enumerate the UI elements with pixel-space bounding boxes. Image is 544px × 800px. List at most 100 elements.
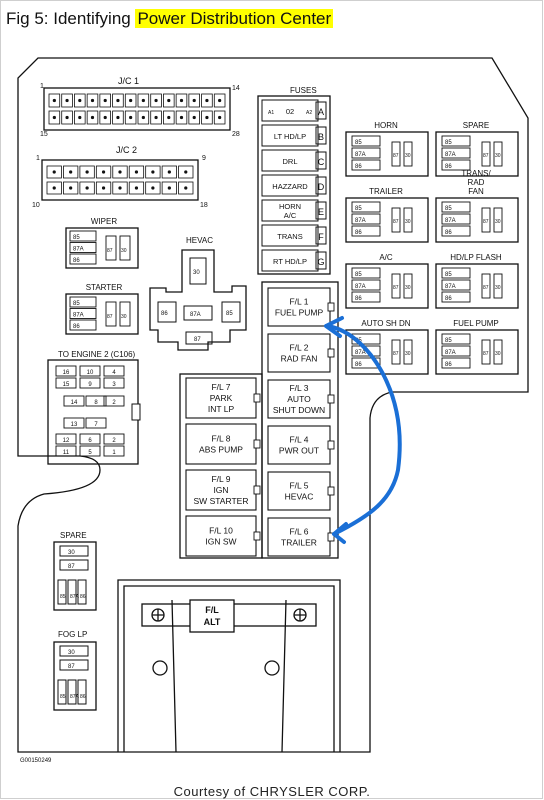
- fuse-letter: B: [318, 132, 324, 142]
- jc-pin: [154, 98, 158, 103]
- jc-pin: [167, 170, 171, 174]
- fuse-slot: [261, 199, 319, 222]
- engine-pin-label: 10: [87, 370, 94, 376]
- jc-cell: [178, 181, 194, 195]
- engine-pin-cell: [55, 433, 77, 445]
- engine-pin-label: 7: [94, 422, 98, 428]
- fuse-label: A/C: [284, 211, 297, 220]
- engine-pin-cell: [79, 377, 101, 389]
- jc-pin: [154, 115, 158, 120]
- relay-trans-rad-fan-pin-87: 87: [483, 219, 489, 225]
- engine-pin-label: 14: [71, 400, 78, 406]
- relay-starter-pin: 87A: [73, 313, 84, 319]
- fuse-slot: [261, 124, 319, 147]
- relay-fuel-pump-pin: 85: [445, 338, 452, 344]
- jc-cell: [74, 93, 86, 108]
- jc-cell: [112, 93, 124, 108]
- fusible-link-label: F/L 6: [289, 527, 308, 537]
- jc-pin: [101, 186, 106, 190]
- jc-pin: [192, 115, 196, 120]
- jc-cell: [112, 165, 128, 179]
- engine-pin-label: 4: [112, 370, 116, 376]
- relay-starter-pin: 85: [73, 301, 80, 307]
- to-engine-label: TO ENGINE 2 (C106): [58, 350, 136, 359]
- fog-lp-block: FOG LP 30 87 85 87A 86: [53, 630, 97, 711]
- courtesy-credit: Courtesy of CHRYSLER CORP.: [173, 784, 371, 799]
- fog-lp-label: FOG LP: [58, 630, 87, 639]
- relay-trans-rad-fan-pin: 87A: [445, 218, 456, 224]
- relay-auto-sh-dn-pin-30: 30: [405, 351, 411, 357]
- fuse-letter: C: [318, 157, 325, 167]
- relay-horn-pin-87: 87: [393, 153, 399, 159]
- relay-auto-sh-dn-pin: 87A: [355, 350, 366, 356]
- jc-cell: [112, 181, 128, 195]
- jc1-label: J/C 1: [118, 76, 139, 86]
- fuse-label: RT HD/LP: [273, 257, 307, 266]
- jc-pin: [141, 115, 145, 120]
- hevac-pin-30: 30: [193, 270, 200, 276]
- jc-pin: [167, 115, 171, 120]
- jc2-pin-bl: 10: [32, 202, 40, 209]
- relay-auto-sh-dn-pin-87: 87: [393, 351, 399, 357]
- relay-hdlp-flash-pin: 85: [445, 272, 452, 278]
- relay-horn-label: HORN: [374, 121, 398, 130]
- jc-cell: [99, 93, 111, 108]
- relay-auto-sh-dn-pin: 86: [355, 362, 362, 368]
- fuse-slot: [261, 149, 319, 172]
- fusible-link-label: F/L 9: [211, 474, 230, 484]
- hevac-connector: HEVAC 30 86 87A 85 87: [149, 236, 247, 351]
- relay-trailer-pin-87: 87: [393, 219, 399, 225]
- fuse-label: HORN: [279, 202, 301, 211]
- relay-wiper-pin: 86: [73, 258, 80, 264]
- jc-pin: [118, 170, 122, 174]
- engine-pin-cell: [103, 395, 125, 407]
- engine-pin-cell: [103, 365, 125, 377]
- relay-fuel-pump-pin-87: 87: [483, 351, 489, 357]
- engine-pin-label: 16: [63, 370, 70, 376]
- relay-hdlp-flash-pin: 87A: [445, 284, 456, 290]
- relay-hdlp-flash-pin-87: 87: [483, 285, 489, 291]
- hevac-pin-85: 85: [226, 311, 233, 317]
- jc1-pin-bl: 15: [40, 131, 48, 138]
- jc-cell: [79, 165, 95, 179]
- engine-pin-label: 5: [88, 450, 92, 456]
- spare-lower-pin-87a: 87A: [70, 594, 80, 600]
- spare-lower-label: SPARE: [60, 531, 87, 540]
- jc-cell: [74, 110, 86, 125]
- blue-arrow: [324, 316, 402, 544]
- jc-cell: [124, 93, 137, 108]
- jc-cell: [86, 110, 99, 125]
- jc-pin: [52, 186, 56, 190]
- relay-ac-pin: 86: [355, 296, 362, 302]
- engine-pin-label: 12: [63, 438, 70, 444]
- hevac-pin-86: 86: [161, 311, 168, 317]
- fusible-link-label: F/L 10: [209, 526, 233, 536]
- fusible-link-label: TRAILER: [281, 538, 317, 548]
- fuse-letter: D: [318, 182, 325, 192]
- jc-pin: [218, 98, 222, 103]
- jc-pin: [65, 115, 69, 120]
- fog-lp-pin-86: 86: [80, 694, 86, 700]
- fusible-link-label: HEVAC: [285, 492, 314, 502]
- figure-title-prefix: Fig 5: Identifying: [6, 9, 136, 28]
- jc-pin: [141, 98, 145, 103]
- relay-spare-pin-87: 87: [483, 153, 489, 159]
- jc-cell: [137, 110, 150, 125]
- figure-title-highlight: Power Distribution Center: [135, 9, 334, 28]
- jc-pin: [179, 98, 184, 103]
- hevac-pin-87: 87: [194, 337, 201, 343]
- jc2-pin-tr: 9: [202, 155, 206, 162]
- relay-spare-pin-30: 30: [495, 153, 501, 159]
- pdc-housing-outline: [17, 57, 529, 753]
- power-distribution-center-diagram: J/C 1 1 14 15 28 J/C 2 1 9 10 18 FUSES A…: [17, 57, 529, 764]
- fuse-letter: E: [318, 207, 324, 217]
- fuse-letter: F: [318, 232, 324, 242]
- relay-horn-pin-30: 30: [405, 153, 411, 159]
- relay-wiper-label: WIPER: [91, 217, 117, 226]
- engine-pin-cell: [79, 433, 101, 445]
